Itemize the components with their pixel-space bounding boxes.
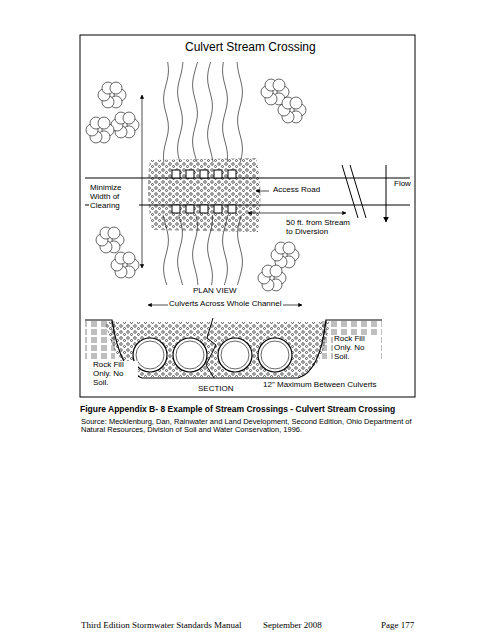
- stroke: [214, 205, 222, 213]
- stroke: [123, 252, 135, 264]
- trees: [86, 79, 306, 291]
- figure-frame: [80, 35, 415, 397]
- stroke: [110, 82, 122, 94]
- stroke: [176, 341, 204, 369]
- stroke: [261, 341, 289, 369]
- view-label: PLAN VIEW: [192, 287, 238, 296]
- footer-text: Third Edition Stormwater Standards Manua…: [80, 621, 242, 631]
- culvert-pipes: [133, 338, 292, 372]
- view-label: SECTION: [197, 385, 235, 394]
- stroke: [172, 205, 180, 213]
- stroke: [186, 205, 194, 213]
- stroke: [133, 338, 167, 372]
- stroke: [237, 62, 242, 162]
- stroke: [221, 341, 249, 369]
- road-edge: [85, 178, 410, 179]
- stroke: [98, 117, 110, 129]
- annotation: Flow: [393, 180, 412, 189]
- stream-lines: [163, 62, 242, 285]
- stroke: [108, 227, 120, 239]
- footer-text: September 2008: [262, 621, 323, 631]
- annotation: Rock Fill Only. No Soil.: [92, 361, 138, 387]
- annotation: 50 ft. from Stream to Diversion: [285, 219, 355, 237]
- rock-fill: [105, 322, 330, 377]
- stroke: [200, 205, 208, 213]
- figure-title: Culvert Stream Crossing: [185, 41, 316, 54]
- stroke: [223, 62, 228, 162]
- figure-caption: Figure Appendix B- 8 Example of Stream C…: [80, 405, 425, 414]
- stroke: [186, 170, 194, 178]
- stroke: [123, 112, 135, 124]
- leader-line: [256, 191, 269, 192]
- diversion: [342, 165, 366, 218]
- stroke: [173, 338, 207, 372]
- break-symbol: [206, 318, 216, 378]
- annotation: Rock Fill Only. No Soil.: [333, 335, 381, 361]
- annotation: Access Road: [272, 186, 321, 195]
- dimension-line: [248, 213, 346, 214]
- stroke: [164, 62, 169, 162]
- stroke: [228, 170, 236, 178]
- stroke: [218, 338, 252, 372]
- stroke: [178, 62, 183, 162]
- dimension-text: 12" Maximum Between Culverts: [262, 381, 378, 390]
- dimension-text: Culverts Across Whole Channel: [168, 300, 283, 309]
- stroke: [193, 62, 198, 162]
- stroke: [172, 170, 180, 178]
- stroke: [214, 170, 222, 178]
- culvert-ends: [172, 170, 236, 213]
- dimension-line: [142, 95, 143, 268]
- stroke: [273, 79, 285, 91]
- stroke: [283, 242, 295, 254]
- flow-arrow: [386, 165, 387, 222]
- stroke: [228, 205, 236, 213]
- stroke: [290, 97, 302, 109]
- rock-fill: [148, 158, 261, 232]
- source-note: Source: Mecklenburg, Dan, Rainwater and …: [80, 418, 427, 435]
- footer-text: Page 177: [380, 621, 415, 631]
- stroke: [200, 170, 208, 178]
- stroke: [136, 341, 164, 369]
- stroke: [270, 265, 282, 277]
- annotation: Minimize Width of Clearing: [89, 184, 139, 210]
- stroke: [208, 62, 213, 162]
- stroke: [258, 338, 292, 372]
